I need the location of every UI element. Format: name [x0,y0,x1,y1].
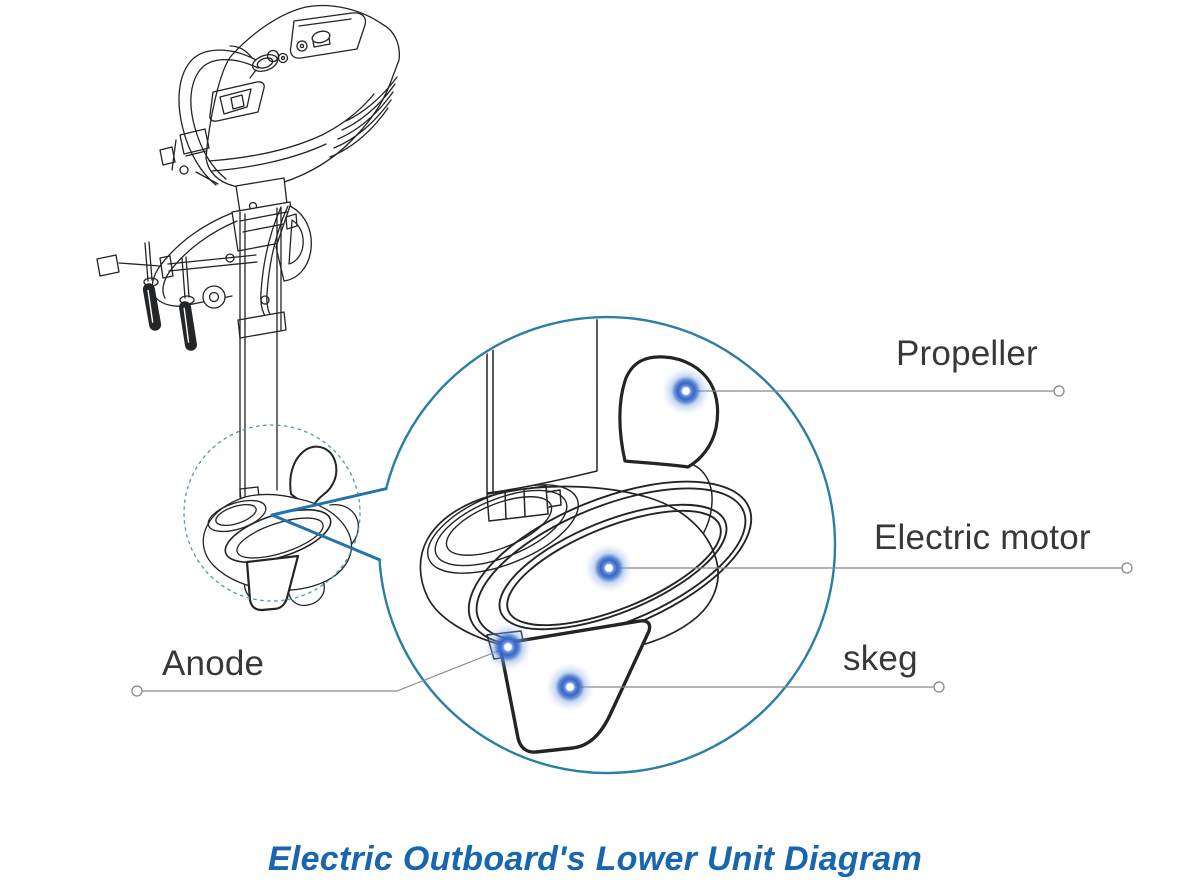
diagram-title: Electric Outboard's Lower Unit Diagram [267,840,923,878]
part-markers [484,367,710,711]
label-skeg: skeg [843,639,918,678]
label-electric-motor: Electric motor [874,518,1091,557]
label-anode: Anode [162,644,265,683]
leader-lines [131,385,1133,697]
zoom-wedge [270,487,388,562]
skeg-leader [569,681,945,693]
propeller-leader-endpoint-icon [1053,385,1065,397]
drive-shaft-line-art [239,207,282,498]
electric-motor-leader-endpoint-icon [1121,562,1133,574]
propeller-leader [685,385,1065,397]
outboard-overview-art [96,4,400,612]
anode-leader-endpoint-icon [131,685,143,697]
anode-leader [131,646,509,697]
focus-dashed-circle [183,424,361,602]
skeg-leader-endpoint-icon [933,681,945,693]
skeg-marker-icon [546,663,594,711]
electric-motor-leader [608,562,1133,574]
propeller-marker-icon [662,367,710,415]
mount-bracket-line-art [96,177,312,351]
motor-pod-cap-rings [426,484,580,574]
anode-marker-icon [484,623,532,671]
label-propeller: Propeller [896,334,1038,373]
cowling-line-art [159,4,400,189]
small-lower-unit-line-art [202,445,359,612]
detail-view [419,319,753,754]
electric-motor-marker-icon [585,544,633,592]
detail-circle-outline [378,315,837,775]
propeller-blade [618,355,720,469]
